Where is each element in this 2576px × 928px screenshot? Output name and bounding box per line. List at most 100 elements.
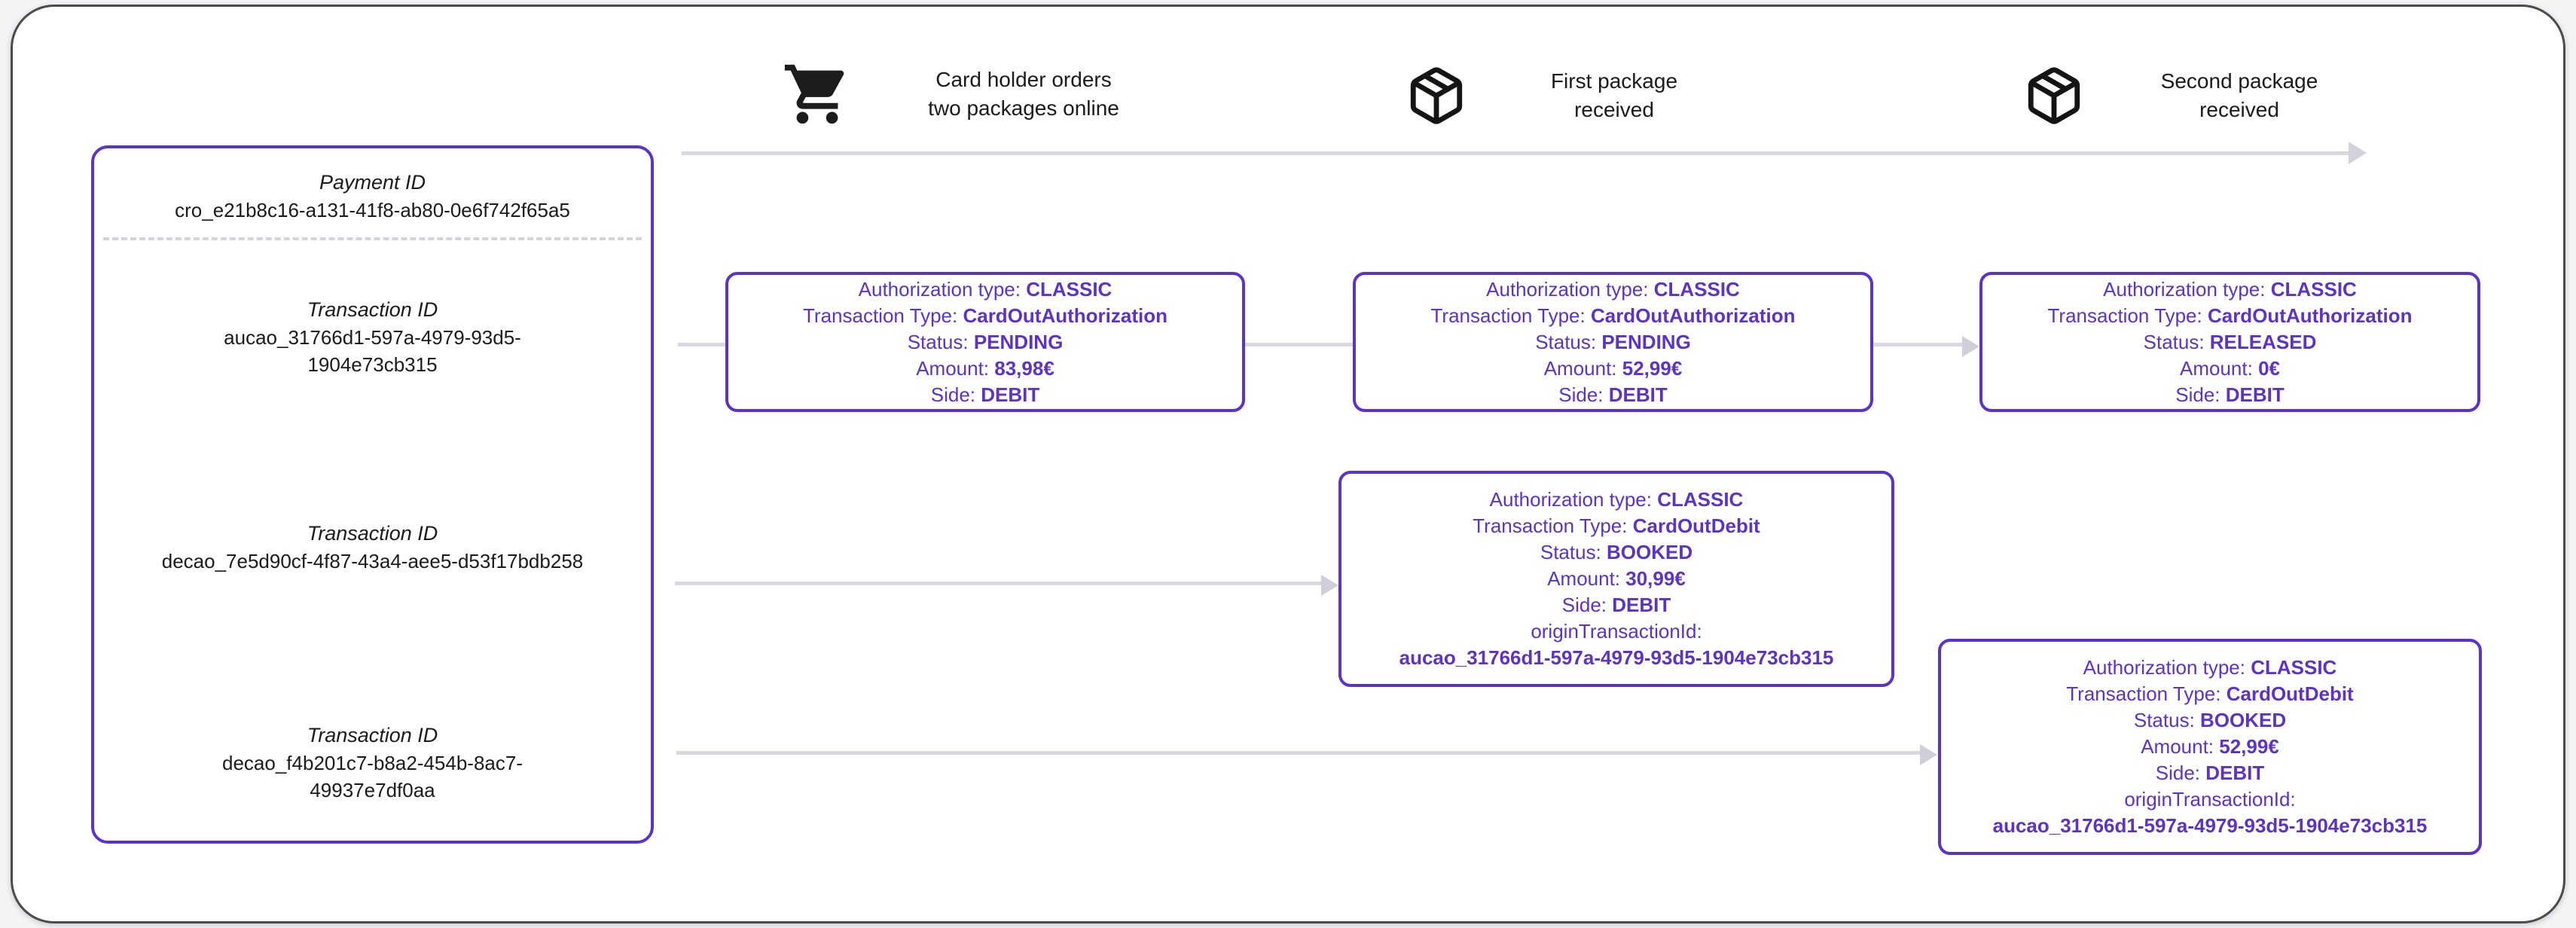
card-field-line: Authorization type: CLASSIC [739, 276, 1232, 303]
timeline-step-label: First package received [1550, 69, 1678, 121]
card-field-label: Transaction Type: [803, 304, 963, 327]
timeline-step-first-package: First package received [1406, 65, 1716, 127]
card-field-label: Amount: [2180, 356, 2259, 380]
payment-id-value: cro_e21b8c16-a131-41f8-ab80-0e6f742f65a5 [175, 199, 570, 221]
card-field-label: originTransactionId: [1531, 620, 1702, 643]
connector-arrowhead-icon [1920, 744, 1937, 765]
card-field-value: RELEASED [2209, 330, 2317, 353]
connector-arrowhead-icon [1321, 575, 1338, 596]
card-field-value: 83,98€ [994, 356, 1055, 380]
card-field-label: Amount: [916, 356, 995, 380]
card-field-label: Authorization type: [1489, 488, 1658, 511]
card-field-value: 52,99€ [1622, 356, 1683, 380]
card-field-line: Amount: 0€ [1993, 356, 2467, 382]
payment-panel: Payment ID cro_e21b8c16-a131-41f8-ab80-0… [91, 145, 654, 844]
card-field-value: CardOutDebit [1632, 514, 1760, 537]
card-field-label: Authorization type: [1486, 277, 1654, 301]
card-field-label: Status: [2143, 330, 2210, 353]
card-field-label: Side: [930, 383, 981, 406]
card-field-line: Transaction Type: CardOutAuthorization [1993, 303, 2467, 329]
card-field-line: Authorization type: CLASSIC [1352, 487, 1881, 513]
card-field-label: Status: [1540, 541, 1607, 563]
card-field-line: Status: RELEASED [1993, 329, 2467, 356]
transaction-id-label: Transaction ID [307, 724, 438, 746]
card-field-value: CLASSIC [1657, 488, 1744, 511]
card-field-line: Transaction Type: CardOutDebit [1352, 513, 1881, 539]
card-field-label: Amount: [2141, 735, 2220, 758]
card-field-value: CardOutAuthorization [963, 304, 1167, 327]
timeline-step-label: Second package received [2160, 69, 2318, 121]
card-field-label: Authorization type: [2103, 277, 2271, 301]
card-field-value: DEBIT [2205, 762, 2265, 784]
card-field-value: DEBIT [1612, 594, 1671, 616]
card-field-value: PENDING [1601, 330, 1691, 353]
card-field-value: BOOKED [2200, 709, 2287, 731]
card-field-line: Side: DEBIT [739, 382, 1232, 408]
connector-line-row3 [676, 751, 1921, 755]
card-field-value: CLASSIC [2251, 656, 2337, 679]
timeline-arrowhead-icon [2349, 142, 2367, 164]
card-field-value: CardOutDebit [2226, 682, 2354, 705]
card-field-value: aucao_31766d1-597a-4979-93d5-1904e73cb31… [1992, 814, 2428, 837]
card-field-line: Status: PENDING [739, 329, 1232, 356]
card-field-value: DEBIT [1608, 383, 1668, 406]
card-field-label: Transaction Type: [1473, 514, 1633, 537]
card-field-value: CLASSIC [1026, 277, 1113, 301]
card-field-value: CardOutAuthorization [1590, 304, 1796, 327]
card-field-value: DEBIT [2225, 383, 2285, 406]
timeline-step-second-package: Second package received [2023, 65, 2349, 127]
card-field-label: Status: [2133, 709, 2201, 731]
card-field-line: Amount: 52,99€ [1952, 734, 2468, 760]
card-field-label: Status: [1535, 330, 1602, 353]
timeline-step-order: Card holder orders two packages online [782, 59, 1148, 130]
connector-line-row2 [675, 582, 1322, 585]
card-field-label: Side: [2175, 383, 2226, 406]
card-field-value: 0€ [2258, 356, 2280, 380]
card-field-line: Authorization type: CLASSIC [1366, 276, 1860, 303]
card-field-label: Side: [1558, 383, 1609, 406]
card-field-line: Amount: 52,99€ [1366, 356, 1860, 382]
transaction-id-value: decao_f4b201c7-b8a2-454b-8ac7-49937e7df0… [222, 752, 523, 801]
timeline-step-label: Card holder orders two packages online [928, 68, 1119, 120]
transaction-id-block: Transaction ID decao_f4b201c7-b8a2-454b-… [162, 721, 584, 804]
transaction-id-block: Transaction ID decao_7e5d90cf-4f87-43a4-… [162, 519, 584, 575]
card-field-value: PENDING [973, 330, 1064, 353]
card-field-value: CardOutAuthorization [2207, 304, 2413, 327]
card-field-line: Authorization type: CLASSIC [1993, 276, 2467, 303]
card-field-value: 52,99€ [2219, 735, 2279, 758]
payment-id-block: Payment ID cro_e21b8c16-a131-41f8-ab80-0… [109, 168, 636, 224]
shopping-cart-icon [782, 59, 853, 130]
timeline-axis-line [682, 151, 2349, 155]
transaction-id-label: Transaction ID [307, 298, 438, 321]
card-field-label: Amount: [1547, 567, 1626, 590]
package-icon [2023, 65, 2085, 127]
card-field-label: Side: [1561, 594, 1613, 616]
card-field-value: 30,99€ [1625, 567, 1686, 590]
card-field-line: Side: DEBIT [1352, 592, 1881, 618]
card-field-line: Transaction Type: CardOutDebit [1952, 681, 2468, 707]
card-field-line: Status: PENDING [1366, 329, 1860, 356]
dashed-divider [103, 237, 642, 240]
card-field-label: Side: [2155, 762, 2206, 784]
card-field-line: Transaction Type: CardOutAuthorization [1366, 303, 1860, 329]
payment-id-label: Payment ID [319, 171, 426, 194]
card-field-value: CLASSIC [2270, 277, 2357, 301]
card-field-line: Status: BOOKED [1952, 707, 2468, 734]
card-field-line: Side: DEBIT [1993, 382, 2467, 408]
connector-line-row1 [678, 343, 1963, 346]
card-field-value: aucao_31766d1-597a-4979-93d5-1904e73cb31… [1399, 646, 1834, 669]
card-field-line: Side: DEBIT [1366, 382, 1860, 408]
card-field-line: Authorization type: CLASSIC [1952, 655, 2468, 681]
transaction-id-block: Transaction ID aucao_31766d1-597a-4979-9… [162, 295, 584, 378]
card-field-value: DEBIT [981, 383, 1040, 406]
card-field-label: Amount: [1543, 356, 1622, 380]
card-field-line: Status: BOOKED [1352, 539, 1881, 566]
card-field-label: originTransactionId: [2124, 788, 2296, 810]
card-field-label: Transaction Type: [1430, 304, 1591, 327]
transaction-id-value: aucao_31766d1-597a-4979-93d5-1904e73cb31… [224, 326, 521, 376]
